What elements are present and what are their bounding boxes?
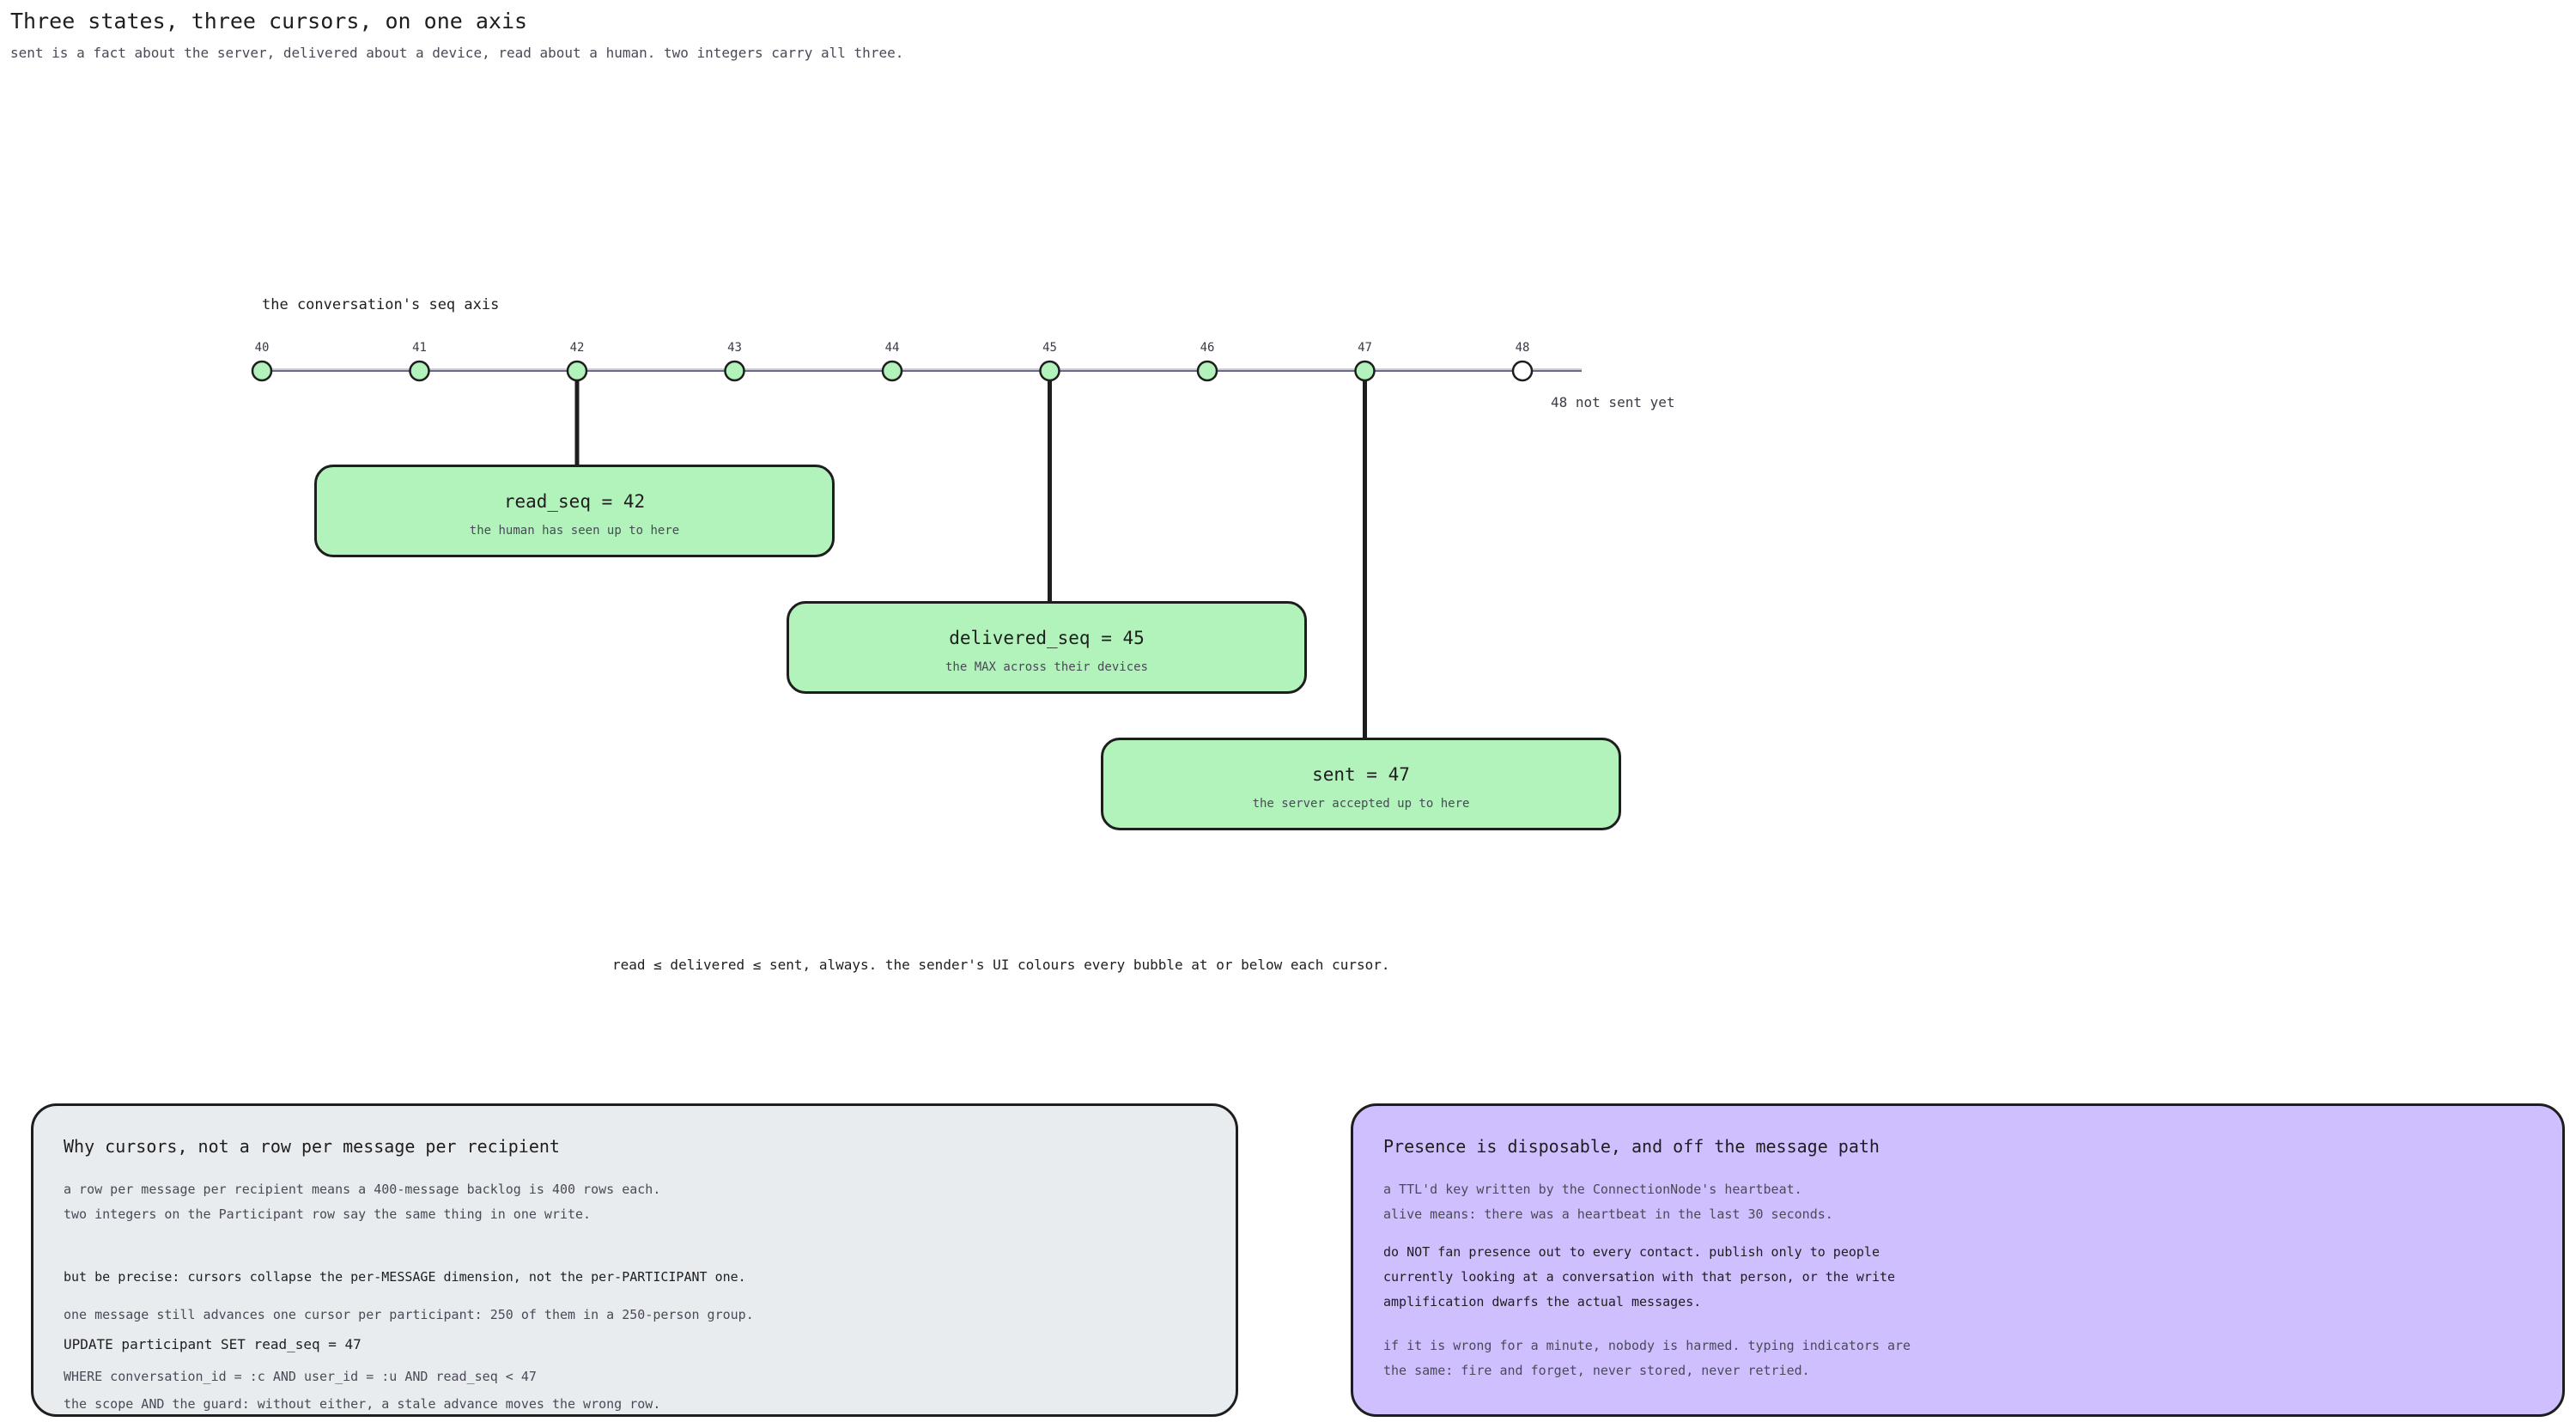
seq-tick-label: 40 xyxy=(254,341,270,355)
seq-tick-label: 41 xyxy=(412,341,427,355)
presence-panel-line: amplification dwarfs the actual messages… xyxy=(1383,1294,1702,1310)
seq-node-sent xyxy=(409,360,430,382)
read-cursor-box: read_seq = 42 the human has seen up to h… xyxy=(314,465,835,557)
seq-tick-label: 44 xyxy=(884,341,900,355)
sent-cursor-title: sent = 47 xyxy=(1312,764,1410,785)
sent-cursor-box: sent = 47 the server accepted up to here xyxy=(1101,738,1621,830)
cursors-panel-line: one message still advances one cursor pe… xyxy=(64,1307,754,1322)
presence-panel: Presence is disposable, and off the mess… xyxy=(1351,1103,2565,1417)
cursors-panel-line: but be precise: cursors collapse the per… xyxy=(64,1269,746,1285)
seq-tick-label: 48 xyxy=(1515,341,1530,355)
presence-panel-line: currently looking at a conversation with… xyxy=(1383,1269,1896,1285)
seq-node-sent xyxy=(1196,360,1218,382)
presence-panel-line: alive means: there was a heartbeat in th… xyxy=(1383,1206,1833,1222)
delivered-cursor-box: delivered_seq = 45 the MAX across their … xyxy=(787,601,1307,694)
seq-node-unsent xyxy=(1511,360,1534,382)
unsent-note: 48 not sent yet xyxy=(1551,394,1675,410)
invariant-note: read ≤ delivered ≤ sent, always. the sen… xyxy=(612,957,1390,973)
presence-panel-line: do NOT fan presence out to every contact… xyxy=(1383,1244,1880,1260)
cursors-panel-line: the scope AND the guard: without either,… xyxy=(64,1396,661,1412)
cursors-panel-line: two integers on the Participant row say … xyxy=(64,1206,592,1222)
seq-node-sent xyxy=(1039,360,1060,382)
cursors-panel-sql-where: WHERE conversation_id = :c AND user_id =… xyxy=(64,1369,537,1384)
read-cursor-title: read_seq = 42 xyxy=(503,491,646,512)
page-title: Three states, three cursors, on one axis xyxy=(10,9,528,33)
seq-tick-label: 46 xyxy=(1200,341,1215,355)
seq-tick-label: 43 xyxy=(727,341,742,355)
presence-panel-line: if it is wrong for a minute, nobody is h… xyxy=(1383,1338,1911,1353)
cursors-panel-sql-update: UPDATE participant SET read_seq = 47 xyxy=(64,1336,361,1352)
seq-tick-label: 47 xyxy=(1358,341,1372,355)
seq-node-sent xyxy=(881,360,903,382)
presence-panel-title: Presence is disposable, and off the mess… xyxy=(1383,1136,1880,1157)
sent-cursor-subtitle: the server accepted up to here xyxy=(1252,797,1470,811)
seq-node-sent xyxy=(724,360,745,382)
page-subtitle: sent is a fact about the server, deliver… xyxy=(10,45,904,61)
axis-label: the conversation's seq axis xyxy=(262,296,500,313)
seq-tick-label: 42 xyxy=(569,341,585,355)
delivered-cursor-title: delivered_seq = 45 xyxy=(949,628,1145,648)
read-cursor-subtitle: the human has seen up to here xyxy=(469,524,680,538)
presence-panel-line: a TTL'd key written by the ConnectionNod… xyxy=(1383,1182,1802,1197)
cursors-panel-title: Why cursors, not a row per message per r… xyxy=(64,1136,560,1157)
presence-panel-line: the same: fire and forget, never stored,… xyxy=(1383,1363,1810,1378)
seq-node-sent xyxy=(251,360,273,382)
delivered-cursor-subtitle: the MAX across their devices xyxy=(945,660,1148,674)
cursors-rationale-panel: Why cursors, not a row per message per r… xyxy=(31,1103,1238,1417)
seq-tick-label: 45 xyxy=(1042,341,1057,355)
cursors-panel-line: a row per message per recipient means a … xyxy=(64,1182,661,1197)
seq-node-sent xyxy=(566,360,588,382)
seq-node-sent xyxy=(1354,360,1376,382)
